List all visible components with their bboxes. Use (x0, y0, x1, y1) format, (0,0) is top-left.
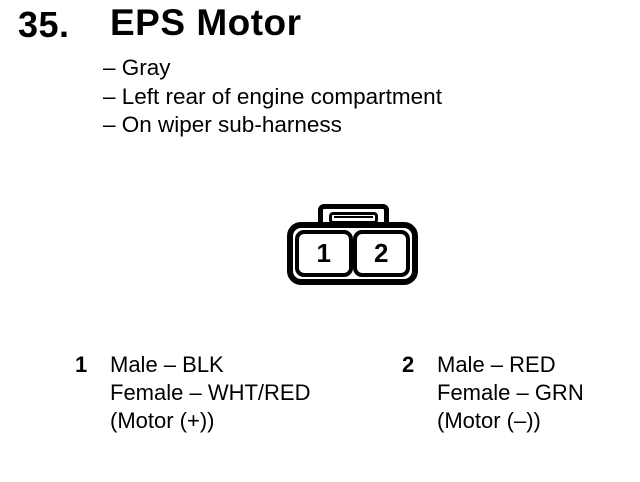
connector-lock-tab-inner (329, 212, 378, 224)
connector-lock-tab (318, 204, 389, 232)
legend-pin-1-description: Male – BLK Female – WHT/RED (Motor (+)) (110, 351, 310, 435)
legend-pin-1-function: (Motor (+)) (110, 408, 215, 433)
connector-body: 1 2 (287, 222, 418, 285)
connector-pin-2: 2 (352, 230, 410, 277)
legend-pin-1-female-wire: Female – WHT/RED (110, 380, 311, 405)
connector-pin-1: 1 (295, 230, 353, 277)
connector-lock-tab-slot (334, 216, 373, 218)
legend-pin-2-number: 2 (402, 352, 415, 377)
page-title: EPS Motor (110, 2, 302, 43)
item-number: 35. (18, 4, 70, 45)
detail-list: – Gray – Left rear of engine compartment… (103, 54, 442, 140)
legend-pin-1: 1 Male – BLK Female – WHT/RED (Motor (+)… (75, 351, 310, 435)
legend-pin-2: 2 Male – RED Female – GRN (Motor (–)) (402, 351, 584, 435)
legend-pin-1-number: 1 (75, 352, 88, 377)
detail-line-harness: – On wiper sub-harness (103, 112, 342, 137)
legend-pin-2-male-wire: Male – RED (437, 352, 556, 377)
legend-pin-1-male-wire: Male – BLK (110, 352, 224, 377)
legend-pin-2-function: (Motor (–)) (437, 408, 541, 433)
legend-pin-2-female-wire: Female – GRN (437, 380, 584, 405)
detail-line-location: – Left rear of engine compartment (103, 83, 442, 109)
legend-pin-2-description: Male – RED Female – GRN (Motor (–)) (437, 351, 584, 435)
detail-line-color: – Gray (103, 55, 171, 80)
